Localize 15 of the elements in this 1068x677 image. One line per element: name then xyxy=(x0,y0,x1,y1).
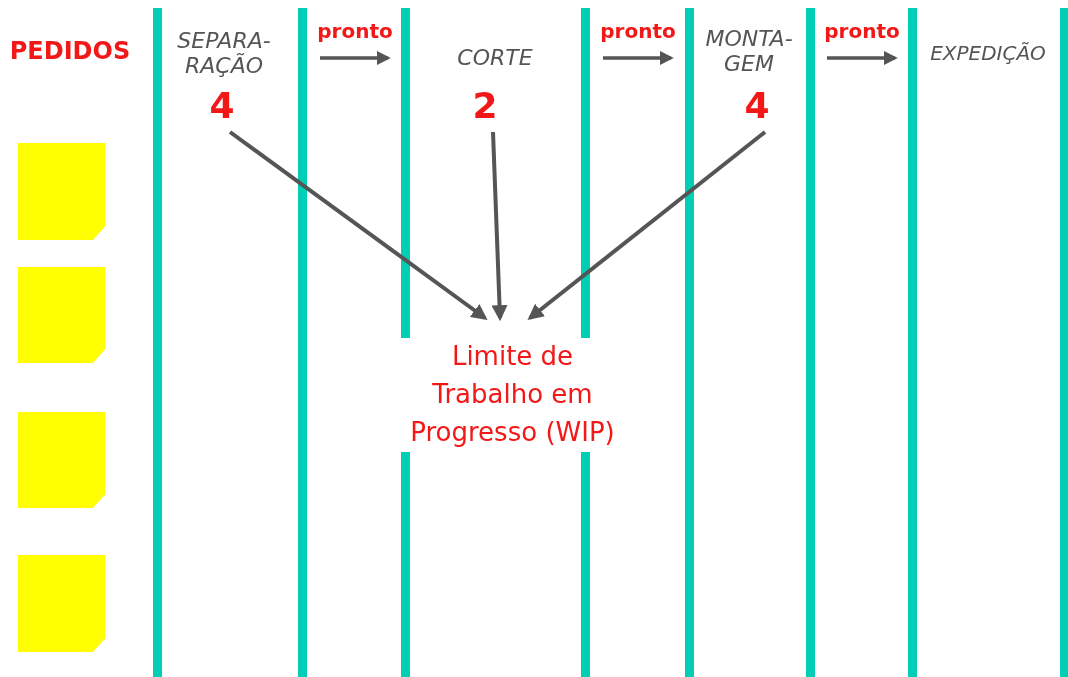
column-heading: EXPEDIÇÃO xyxy=(929,42,1047,65)
arrow-label: pronto xyxy=(316,20,394,43)
arrow-label: pronto xyxy=(823,20,901,43)
arrow xyxy=(491,131,508,322)
arrow-label: pronto xyxy=(599,20,677,43)
sticky-note xyxy=(18,555,105,652)
sticky-note xyxy=(18,412,105,508)
backlog-heading: PEDIDOS xyxy=(8,38,132,66)
column-heading: SEPARA- RAÇÃO xyxy=(176,28,272,79)
arrow xyxy=(527,130,767,320)
column-heading: CORTE xyxy=(456,45,534,71)
column-heading: MONTA- GEM xyxy=(704,26,794,77)
sticky-note xyxy=(18,143,105,240)
sticky-note xyxy=(18,267,105,363)
arrow xyxy=(228,130,488,320)
